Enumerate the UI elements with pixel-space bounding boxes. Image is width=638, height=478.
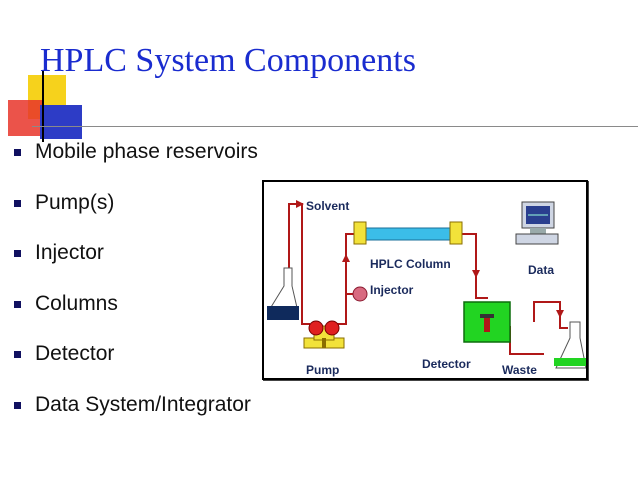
hplc-diagram: Solvent HPLC Column Data Injector Pump D… [262,180,588,380]
bullet-text: Data System/Integrator [35,392,251,416]
arrow-icon [342,254,350,262]
detector-icon [463,301,511,343]
bullet-square-icon [14,199,21,207]
bullet-text: Detector [35,342,115,366]
waste-line [533,301,568,329]
hplc-diagram-svg: Solvent HPLC Column Data Injector Pump D… [267,199,586,377]
pump-icon [303,320,345,349]
arrow-icon [472,270,480,278]
solvent-flask-icon [267,267,299,320]
column-label: HPLC Column [370,257,451,271]
bullet-item: Detector [14,338,258,389]
slide-title: HPLC System Components [40,42,416,79]
bullet-square-icon [14,401,21,409]
solvent-line [288,203,303,302]
decor-blue-block [40,105,82,139]
bullet-item: Pump(s) [14,187,258,238]
hplc-column-icon [353,221,463,245]
bullet-item: Mobile phase reservoirs [14,136,258,187]
flow-arrows [296,200,564,318]
arrow-icon [556,310,564,318]
waste-flask-icon [554,321,586,369]
bullet-text: Pump(s) [35,190,115,214]
injector-label: Injector [370,283,414,297]
bullet-text: Injector [35,241,104,265]
bullet-list: Mobile phase reservoirs Pump(s) Injector… [14,136,258,440]
bullet-text: Mobile phase reservoirs [35,140,258,163]
detector-out-line [509,326,544,355]
bullet-item: Columns [14,288,258,339]
detector-label: Detector [422,357,471,371]
injector-valve-icon [346,286,368,302]
decor-red-block [8,100,42,136]
bullet-square-icon [14,351,21,359]
solvent-to-pump-line [301,302,310,325]
pump-label: Pump [306,363,339,377]
bullet-item: Data System/Integrator [14,389,258,440]
waste-label: Waste [502,363,537,377]
column-to-detector-line [458,233,488,299]
bullet-item: Injector [14,237,258,288]
pump-to-column-line [328,233,360,325]
decor-vertical-line [42,70,44,142]
bullet-square-icon [14,250,21,258]
title-underline [32,126,638,127]
data-label: Data [528,263,554,277]
diagram-labels: Solvent HPLC Column Data Injector Pump D… [306,199,554,377]
computer-icon [515,201,559,245]
solvent-label: Solvent [306,199,349,213]
arrow-icon [296,200,304,208]
bullet-text: Columns [35,291,118,315]
bullet-square-icon [14,300,21,308]
bullet-square-icon [14,149,21,156]
